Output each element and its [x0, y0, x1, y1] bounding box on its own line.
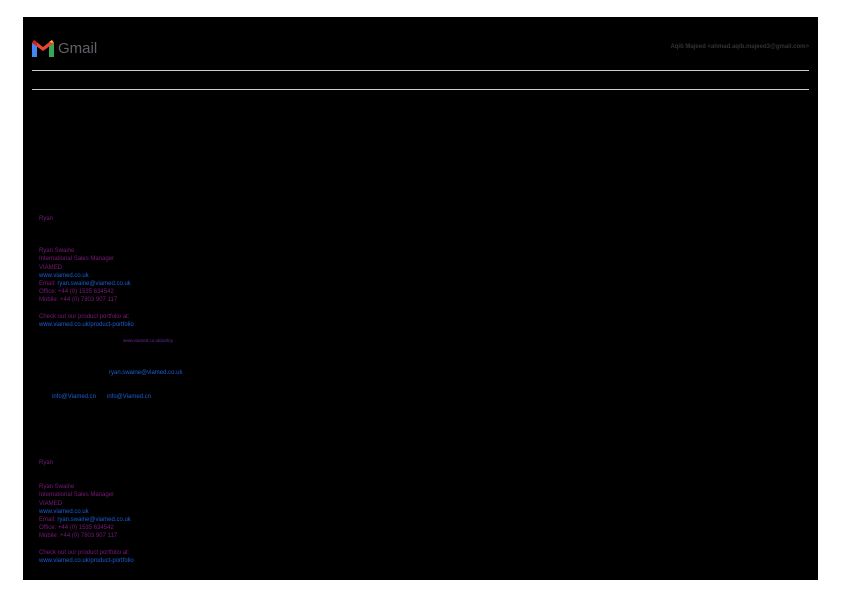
email-label: Email:	[39, 517, 56, 524]
email-label: Email:	[39, 281, 56, 288]
portfolio-link[interactable]: www.viamed.co.uk/product-portfolio	[39, 321, 134, 328]
website-link[interactable]: www.viamed.co.uk	[39, 272, 89, 279]
sender-title: International Sales Manager	[39, 492, 115, 499]
gmail-m-icon	[32, 40, 54, 57]
divider	[32, 89, 809, 90]
policy-link[interactable]: www.viamed.co.uk/policy	[123, 338, 174, 343]
mobile-phone: Mobile: +44 (0) 7803 907 117	[39, 297, 118, 304]
office-phone: Office: +44 (0) 1535 634542	[39, 525, 114, 532]
email-signature: Ryan Ryan Swaine International Sales Man…	[39, 215, 134, 329]
email-signature-2: Ryan Ryan Swaine International Sales Man…	[39, 459, 134, 565]
sender-name: Ryan Swaine	[39, 248, 75, 255]
email-link[interactable]: ryan.swaine@viamed.co.uk	[57, 281, 131, 288]
account-label: Aqib Majeed <ahmad.aqib.majeed3@gmail.co…	[670, 44, 809, 50]
info-email-link-2[interactable]: info@Viamed.cn	[107, 394, 152, 400]
portfolio-link[interactable]: www.viamed.co.uk/product-portfolio	[39, 557, 134, 564]
info-email-link-1[interactable]: info@Viamed.cn	[52, 394, 97, 400]
sender-company: VIAMED	[39, 500, 63, 507]
portfolio-text: Check out our product portfolio at:	[39, 549, 130, 556]
portfolio-text: Check out our product portfolio at:	[39, 313, 130, 320]
office-phone: Office: +44 (0) 1535 634542	[39, 289, 114, 296]
website-link[interactable]: www.viamed.co.uk	[39, 508, 89, 515]
mobile-phone: Mobile: +44 (0) 7803 907 117	[39, 533, 118, 540]
reply-email-link[interactable]: ryan.swaine@viamed.co.uk	[109, 370, 183, 376]
sender-company: VIAMED	[39, 264, 63, 271]
sender-title: International Sales Manager	[39, 256, 115, 263]
greeting: Ryan	[39, 216, 54, 222]
print-page: Gmail Aqib Majeed <ahmad.aqib.majeed3@gm…	[23, 17, 818, 580]
gmail-wordmark: Gmail	[58, 40, 98, 57]
sender-name: Ryan Swaine	[39, 484, 75, 491]
divider	[32, 70, 809, 71]
email-link[interactable]: ryan.swaine@viamed.co.uk	[57, 517, 131, 524]
gmail-logo: Gmail	[32, 40, 97, 57]
greeting: Ryan	[39, 460, 54, 466]
